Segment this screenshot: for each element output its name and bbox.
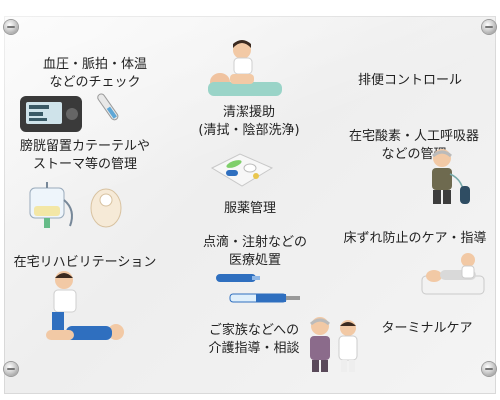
- screw-bottom-left-icon: [4, 362, 18, 376]
- label-family-line1: ご家族などへの: [208, 323, 300, 338]
- label-bowel: 排便コントロール: [350, 72, 470, 90]
- medication-tray-icon: [210, 153, 274, 187]
- catheter-bag-icon: [29, 182, 73, 228]
- label-oxygen: 在宅酸素・人工呼吸器 などの管理: [344, 128, 484, 164]
- iv-drip-icon: [216, 274, 260, 282]
- label-hygiene-line1: 清潔援助: [222, 105, 275, 120]
- label-medication-line1: 服薬管理: [223, 201, 276, 216]
- ostomy-pouch-icon: [90, 188, 122, 228]
- label-hygiene: 清潔援助 (清拭・陰部洗浄): [184, 104, 314, 140]
- label-oxygen-line1: 在宅酸素・人工呼吸器: [348, 129, 479, 144]
- label-bedsore-line1: 床ずれ防止のケア・指導: [343, 231, 487, 246]
- label-bedsore: 床ずれ防止のケア・指導: [340, 230, 490, 248]
- label-bowel-line1: 排便コントロール: [357, 73, 462, 88]
- label-vitals-line1: 血圧・脈拍・体温: [42, 57, 147, 72]
- label-iv-line1: 点滴・注射などの: [202, 235, 307, 250]
- bedsore-care-icon: [421, 253, 485, 295]
- label-vitals: 血圧・脈拍・体温 などのチェック: [30, 56, 160, 92]
- syringe-icon: [229, 293, 300, 303]
- label-medication: 服薬管理: [200, 200, 300, 218]
- label-hygiene-line2: (清拭・陰部洗浄): [198, 123, 300, 138]
- label-oxygen-line2: などの管理: [381, 147, 447, 162]
- screw-bottom-right-icon: [482, 362, 496, 376]
- label-terminal-line1: ターミナルケア: [381, 321, 473, 336]
- rehab-therapist-icon: [46, 271, 124, 340]
- label-family: ご家族などへの 介護指導・相談: [194, 322, 314, 358]
- label-rehab: 在宅リハビリテーション: [10, 254, 160, 272]
- bp-monitor-icon: [20, 96, 82, 132]
- label-family-line2: 介護指導・相談: [208, 341, 300, 356]
- screw-top-right-icon: [482, 20, 496, 34]
- label-vitals-line2: などのチェック: [49, 75, 141, 90]
- label-iv: 点滴・注射などの 医療処置: [190, 234, 320, 270]
- label-catheter-line1: 膀胱留置カテーテルや: [19, 139, 150, 154]
- label-rehab-line1: 在宅リハビリテーション: [13, 255, 157, 270]
- screw-top-left-icon: [4, 20, 18, 34]
- thermometer-icon: [97, 93, 119, 121]
- label-iv-line2: 医療処置: [228, 253, 281, 268]
- label-terminal: ターミナルケア: [372, 320, 482, 338]
- nurse-bathing-patient-icon: [208, 40, 282, 96]
- family-consult-icon: [310, 317, 358, 372]
- label-catheter-line2: ストーマ等の管理: [32, 157, 137, 172]
- elderly-oxygen-icon: [432, 149, 470, 204]
- label-catheter: 膀胱留置カテーテルや ストーマ等の管理: [10, 138, 160, 174]
